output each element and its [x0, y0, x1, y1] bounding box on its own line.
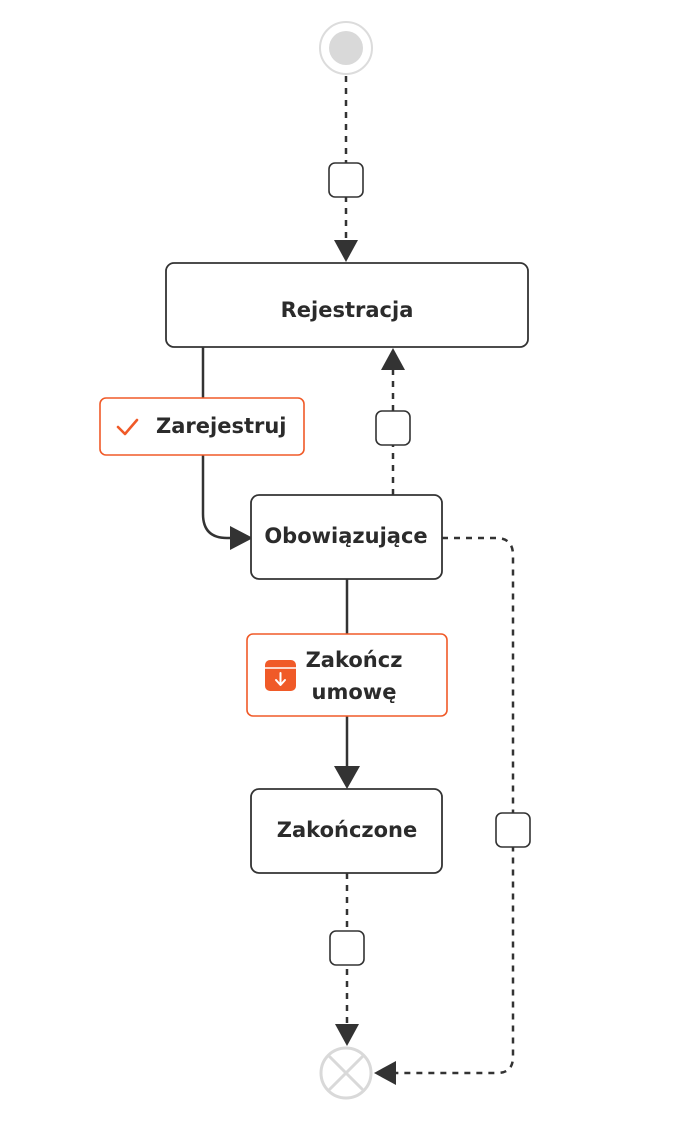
transition-handle[interactable] [328, 162, 364, 198]
transition-obowiazujace-to-end[interactable] [394, 536, 515, 1075]
state-rejestracja[interactable]: Rejestracja [165, 262, 529, 348]
check-icon [116, 418, 139, 436]
transition-handle[interactable] [495, 812, 531, 848]
state-label: Zakończone [277, 818, 417, 842]
action-label-line2: umowę [312, 680, 397, 704]
action-zarejestruj[interactable]: Zarejestruj [99, 397, 305, 456]
arrowhead-rejestracja-back [381, 348, 405, 370]
action-label-line1: Zakończ [306, 648, 403, 672]
arrowhead-obowiazujace [230, 526, 253, 550]
archive-download-icon [265, 660, 296, 691]
arrowhead-rejestracja [334, 240, 358, 262]
start-node[interactable] [319, 21, 373, 75]
arrowhead-end-side [374, 1061, 396, 1085]
close-icon [328, 1055, 364, 1091]
arrowhead-end [335, 1024, 359, 1046]
end-node[interactable] [319, 1046, 373, 1100]
arrowhead-zakonczone [334, 766, 360, 789]
state-zakonczone[interactable]: Zakończone [250, 788, 443, 874]
action-label: Zarejestruj [156, 414, 286, 438]
transition-handle[interactable] [375, 410, 411, 446]
state-label: Obowiązujące [264, 524, 427, 548]
transition-handle[interactable] [329, 930, 365, 966]
state-obowiazujace[interactable]: Obowiązujące [250, 494, 443, 580]
transition-zarejestruj[interactable] [201, 347, 236, 540]
action-zakoncz-umowe[interactable]: Zakończ umowę [246, 633, 448, 717]
state-label: Rejestracja [281, 298, 414, 322]
